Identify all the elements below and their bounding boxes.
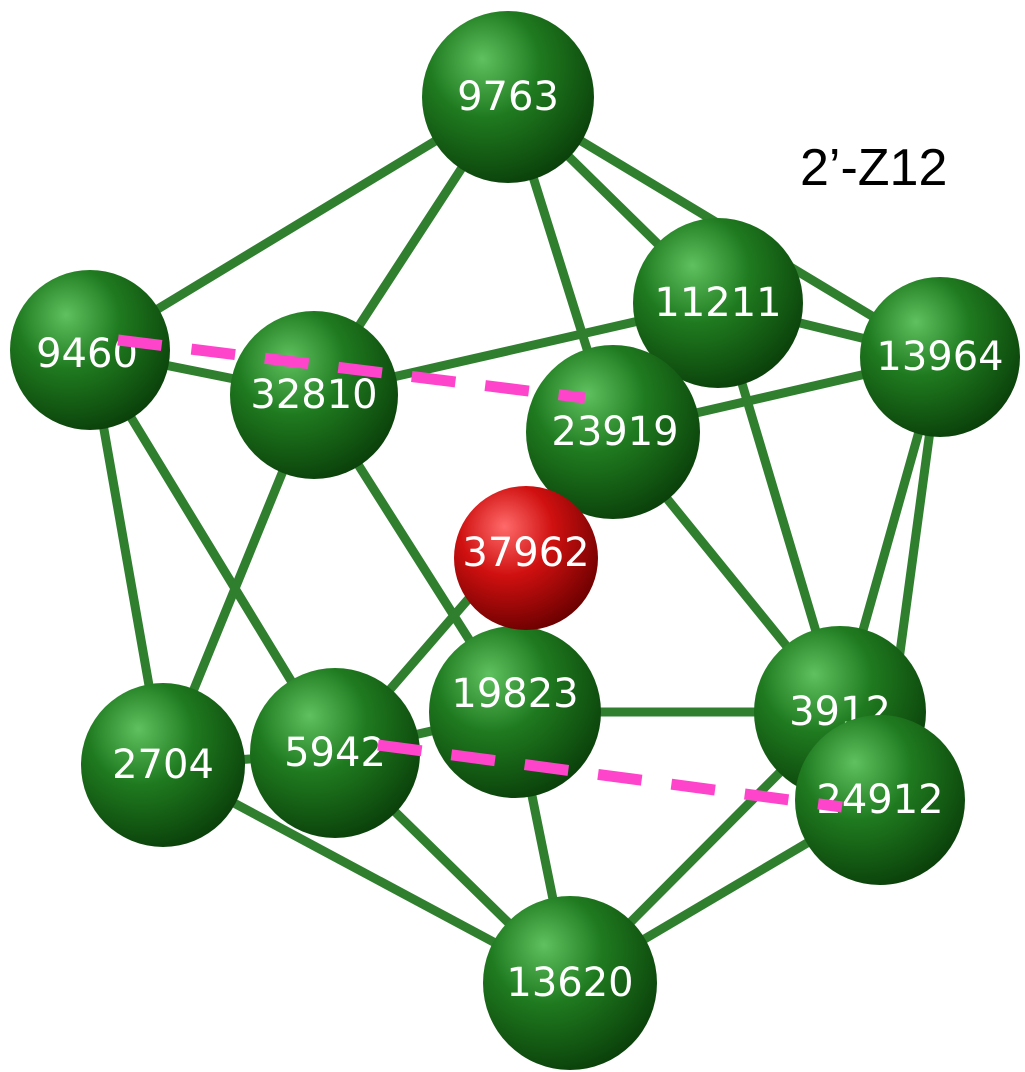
dashed-line-5942-24912 [377, 739, 843, 813]
atom-label-2704: 2704 [112, 742, 214, 788]
atom-label-23919: 23919 [551, 409, 678, 455]
structure-label: 2’-Z12 [800, 139, 948, 197]
atom-label-32810: 32810 [250, 372, 377, 418]
atom-label-13620: 13620 [506, 960, 633, 1006]
atom-label-37962: 37962 [462, 530, 589, 576]
atom-sphere-13964 [860, 277, 1020, 437]
atom-sphere-2704 [81, 683, 245, 847]
atom-label-9763: 9763 [457, 74, 559, 120]
atom-19823: 19823 [429, 626, 601, 798]
atom-sphere-37962 [454, 486, 598, 630]
atom-37962: 37962 [454, 486, 598, 630]
atom-2704: 2704 [81, 683, 245, 847]
atom-sphere-5942 [250, 668, 420, 838]
atom-sphere-24912 [795, 715, 965, 885]
atom-label-5942: 5942 [284, 730, 386, 776]
atom-9460: 9460 [10, 270, 170, 430]
atom-label-24912: 24912 [816, 777, 943, 823]
atom-label-11211: 11211 [654, 280, 781, 326]
atom-sphere-9460 [10, 270, 170, 430]
atom-24912: 24912 [795, 715, 965, 885]
atom-5942: 5942 [250, 668, 420, 838]
atom-label-19823: 19823 [451, 671, 578, 717]
atom-sphere-32810 [230, 311, 398, 479]
atom-layer: 9763946011211139643281023919391219823379… [10, 11, 1020, 1070]
atom-13620: 13620 [483, 896, 657, 1070]
dashed-line-layer [117, 334, 843, 813]
atom-sphere-9763 [422, 11, 594, 183]
atom-13964: 13964 [860, 277, 1020, 437]
atom-23919: 23919 [526, 345, 700, 519]
atom-sphere-11211 [633, 218, 803, 388]
atom-32810: 32810 [230, 311, 398, 479]
atom-sphere-13620 [483, 896, 657, 1070]
dashed-line-9460-23919 [117, 334, 586, 404]
atom-9763: 9763 [422, 11, 594, 183]
atom-sphere-23919 [526, 345, 700, 519]
atom-label-13964: 13964 [876, 334, 1003, 380]
atom-11211: 11211 [633, 218, 803, 388]
